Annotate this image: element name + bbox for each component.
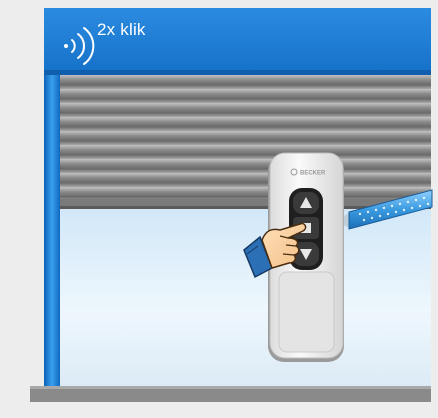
window-glass — [60, 200, 431, 386]
left-guide-rail — [44, 75, 60, 388]
remote-brand: BECKER — [300, 171, 326, 177]
shutter-slats — [60, 75, 431, 209]
shutter-box — [44, 8, 431, 75]
up-button[interactable] — [293, 192, 319, 214]
instruction-label: 2x klik — [97, 20, 146, 40]
